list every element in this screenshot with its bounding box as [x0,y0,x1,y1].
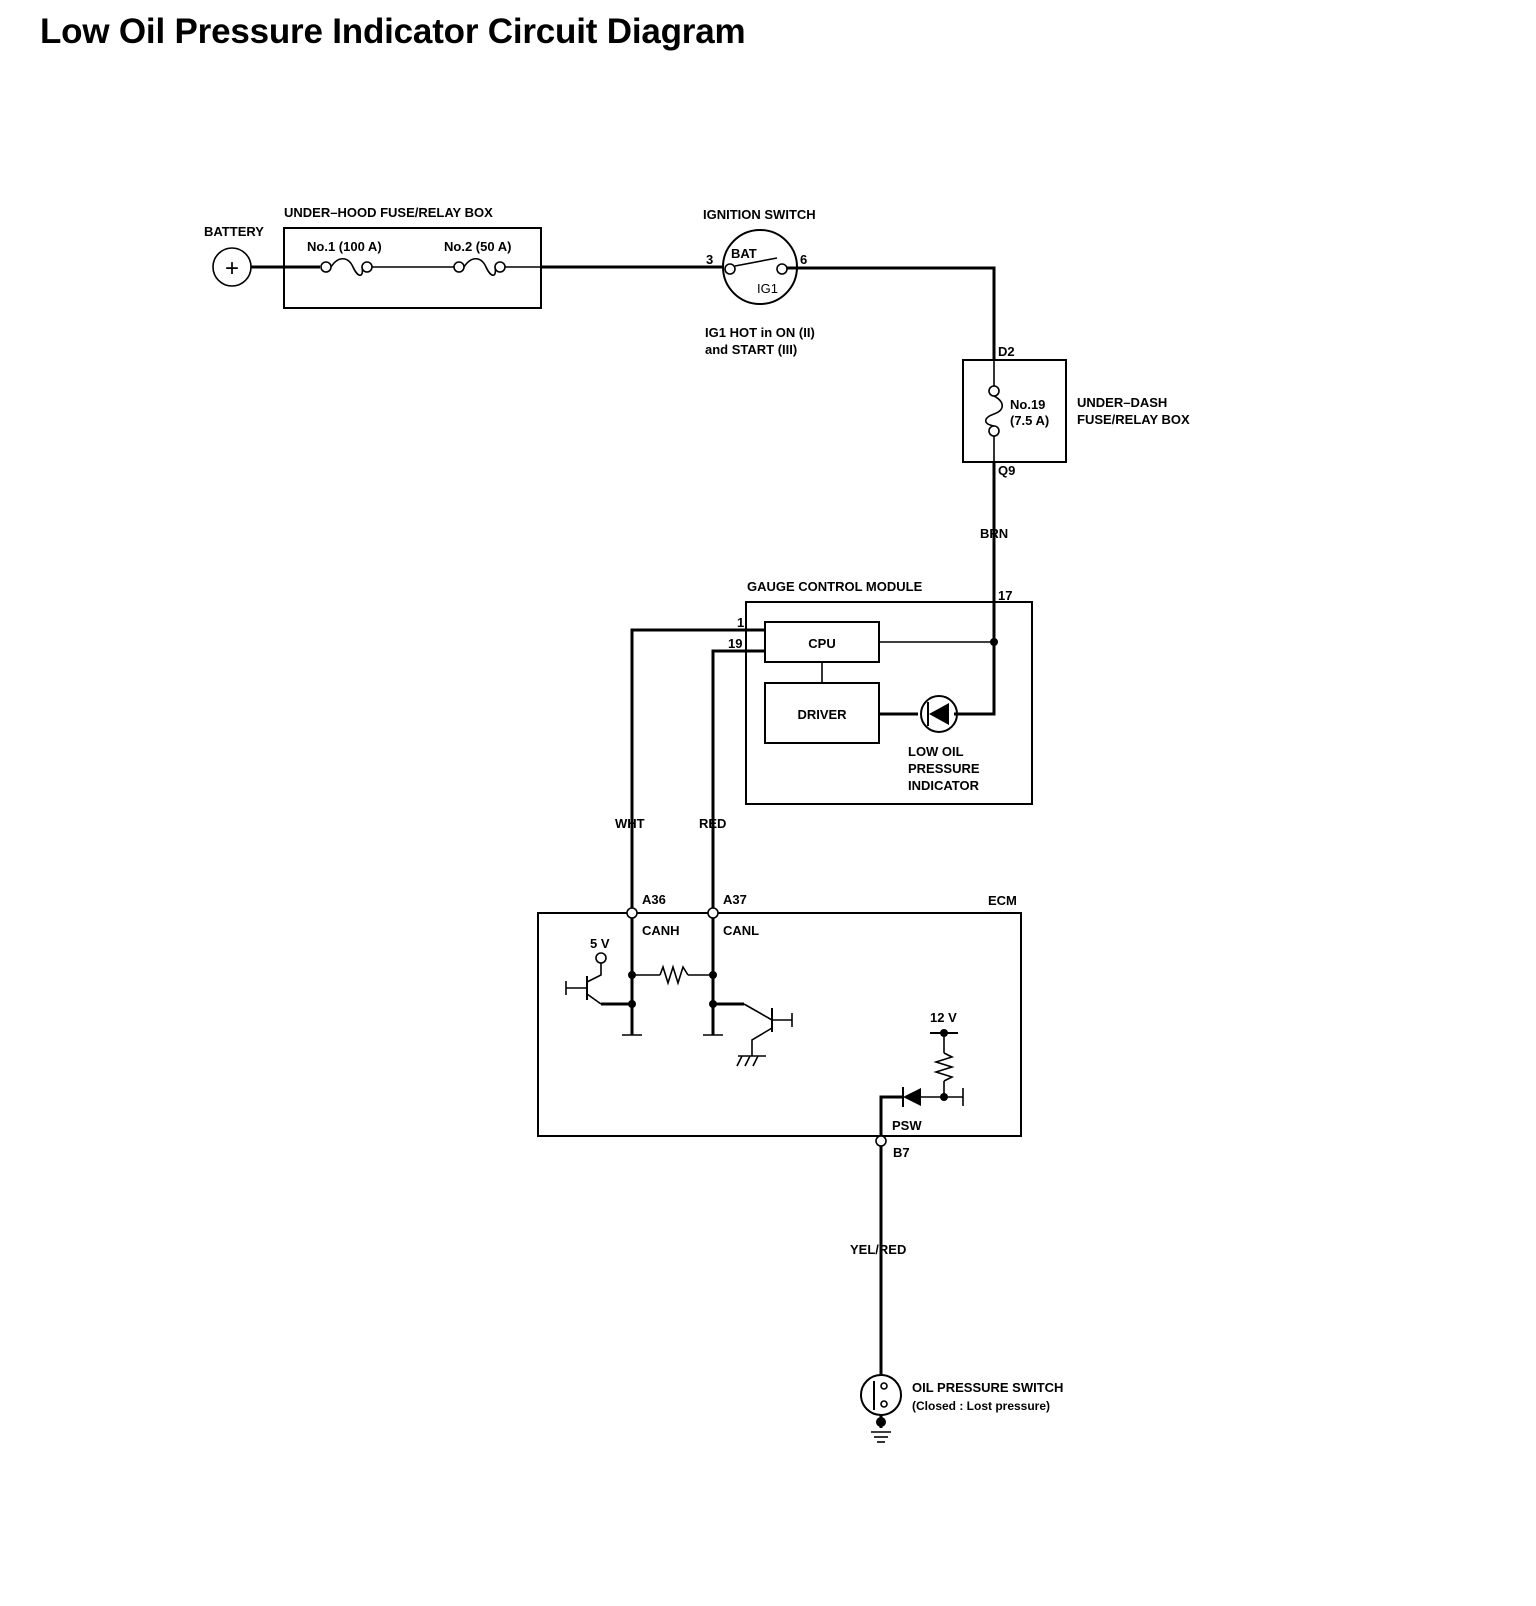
oil-pressure-switch: OIL PRESSURE SWITCH (Closed : Lost press… [860,1374,1063,1443]
fuse-no19-icon [984,395,1004,427]
ecm: ECM A36 A37 CANH CANL 5 V [537,892,1022,1160]
ecm-psw-label: PSW [892,1118,922,1133]
fuse-no19-terminal-bottom [988,425,1000,437]
fuse-no19-label-line1: No.19 [1010,397,1045,412]
indicator-label-line2: PRESSURE [908,761,980,776]
oil-pressure-switch-icon [860,1374,902,1416]
ecm-5v-label: 5 V [590,936,610,951]
ecm-terminal-b7 [875,1135,887,1147]
ecm-terminal-a37 [707,907,719,919]
ecm-outline [537,912,1022,1137]
fuse-no1-terminal-right [361,261,373,273]
wire-ignition-underdash [787,266,996,360]
indicator-label-line3: INDICATOR [908,778,980,793]
fuse-no1-label: No.1 (100 A) [307,239,382,254]
gauge-module-label: GAUGE CONTROL MODULE [747,579,923,594]
led-arrow-icon [929,703,949,725]
ecm-terminal-a36 [626,907,638,919]
ignition-bat-label: BAT [731,246,757,261]
underdash-box-outline [962,359,1067,463]
wire-wht-label: WHT [615,816,645,831]
12v-node [940,1029,948,1037]
psw-wire [879,1095,903,1136]
diode-icon [903,1088,921,1106]
ground-icon-hatch-1 [736,1055,743,1067]
cpu-power-junction [990,638,998,646]
ground-icon-hatch-3 [752,1055,759,1067]
q1-emitter [586,993,602,1005]
q1-collector [586,963,602,983]
ecm-pin-a37: A37 [723,892,747,907]
wire-red [711,649,765,913]
page-title: Low Oil Pressure Indicator Circuit Diagr… [40,12,746,51]
underdash-label-line1: UNDER–DASH [1077,395,1167,410]
ecm-canl-label: CANL [723,923,759,938]
q2-collector [743,1003,773,1021]
underdash-fuse-box: D2 Q9 No.19 (7.5 A) UNDER–DASH FUSE/RELA… [962,344,1190,478]
underdash-label-line2: FUSE/RELAY BOX [1077,412,1190,427]
fuse-no1-icon [330,257,364,277]
ignition-contact [734,257,778,267]
ecm-canh-label: CANH [642,923,680,938]
oil-switch-terminal-top [880,1382,888,1390]
indicator-label-line1: LOW OIL [908,744,964,759]
battery: BATTERY + [204,224,264,287]
ignition-note-line2: and START (III) [705,342,797,357]
oil-switch-terminal-bottom [880,1400,888,1408]
wire-wht [630,628,765,913]
ecm-pin-b7: B7 [893,1145,910,1160]
wire-brn-label: BRN [980,526,1008,541]
fuse-no1-terminal-left [320,261,332,273]
ecm-12v-label: 12 V [930,1010,957,1025]
fuse-no19-terminal-top [988,385,1000,397]
underhood-fuse-box: UNDER–HOOD FUSE/RELAY BOX No.1 (100 A) N… [283,205,542,309]
fuse-no2-terminal-left [453,261,465,273]
ignition-note-line1: IG1 HOT in ON (II) [705,325,815,340]
ignition-pin-in: 3 [706,252,713,267]
wire-yel-red-label: YEL/RED [850,1242,906,1257]
underdash-pin-in: D2 [998,344,1015,359]
battery-plus-symbol: + [225,255,239,282]
5v-terminal [595,952,607,964]
q2-emitter [751,1027,773,1056]
oil-switch-label-line2: (Closed : Lost pressure) [912,1399,1050,1413]
fuse-no2-label: No.2 (50 A) [444,239,511,254]
fuse-no2-icon [463,257,497,277]
battery-label: BATTERY [204,224,264,239]
cpu-label: CPU [808,636,835,651]
oil-switch-ground-node [876,1417,886,1427]
gauge-pin-17: 17 [998,588,1012,603]
fuse-no2-terminal-right [494,261,506,273]
wire-brn [954,462,996,716]
ignition-switch-label: IGNITION SWITCH [703,207,816,222]
ground-icon-hatch-2 [744,1055,751,1067]
gauge-module-outline [745,601,1033,805]
wire-red-label: RED [699,816,726,831]
pullup-resistor-icon [933,1052,955,1082]
ignition-ig1-terminal [776,263,788,275]
ignition-ig1-label: IG1 [757,281,778,296]
ecm-pin-a36: A36 [642,892,666,907]
underdash-pin-out: Q9 [998,463,1015,478]
oil-switch-label-line1: OIL PRESSURE SWITCH [912,1380,1063,1395]
gauge-control-module: GAUGE CONTROL MODULE 17 1 19 CPU DRIVER … [728,579,1033,805]
fuse-no19-label-line2: (7.5 A) [1010,413,1049,428]
underhood-box-label: UNDER–HOOD FUSE/RELAY BOX [284,205,493,220]
ignition-bat-terminal [724,263,736,275]
gauge-pin-19: 19 [728,636,742,651]
ecm-label: ECM [988,893,1017,908]
gauge-pin-1: 1 [737,615,744,630]
low-oil-led-icon [920,695,958,733]
resistor-icon [659,964,689,986]
ignition-switch: IGNITION SWITCH 3 6 BAT IG1 IG1 HOT in O… [703,207,816,357]
driver-label: DRIVER [797,707,847,722]
ignition-pin-out: 6 [800,252,807,267]
